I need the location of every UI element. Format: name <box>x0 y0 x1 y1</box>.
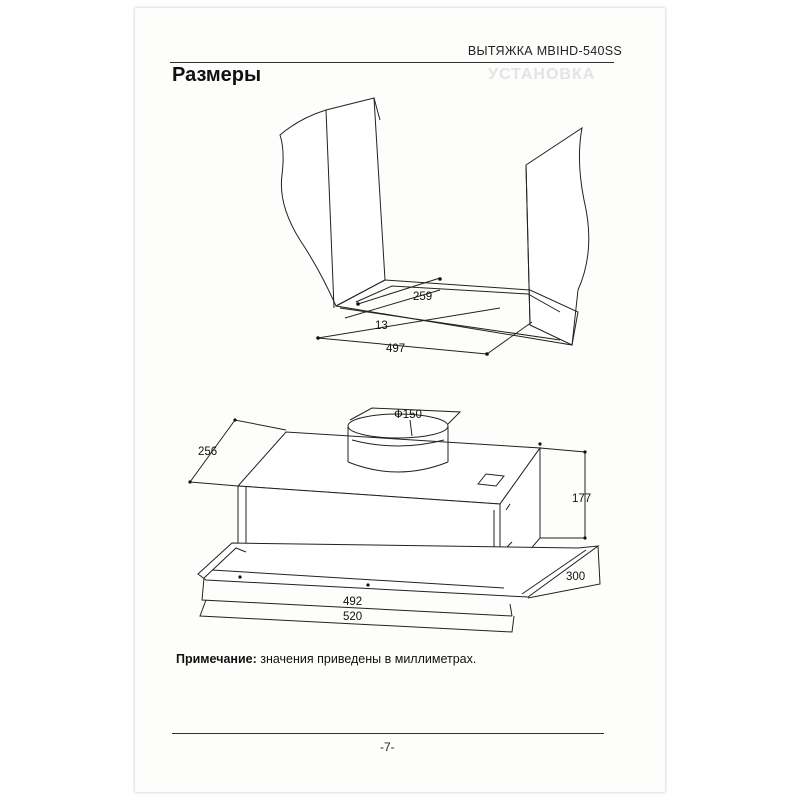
hood-depth-label: 256 <box>198 446 217 458</box>
note: Примечание: значения приведены в миллиме… <box>176 652 476 666</box>
body-width-label: 492 <box>343 596 362 608</box>
section-title: Размеры <box>172 64 262 86</box>
front-depth-label: 300 <box>566 571 585 583</box>
hood-dimension-dots <box>188 418 587 587</box>
page-number: -7- <box>380 740 395 754</box>
note-label: Примечание: <box>176 652 257 666</box>
cabinet-dimension-dots <box>316 277 489 356</box>
product-title: ВЫТЯЖКА MBIHD-540SS <box>467 44 622 58</box>
hood-height-label: 177 <box>572 493 591 505</box>
footer-divider <box>172 733 604 734</box>
duct-diameter-label: Ф150 <box>394 409 422 421</box>
cabinet-drawing <box>279 97 590 355</box>
note-text: значения приведены в миллиметрах. <box>256 652 477 666</box>
cabinet-offset-label: 13 <box>375 320 388 332</box>
bleed-through-text: УСТАНОВКА <box>488 66 596 83</box>
cabinet-depth-label: 259 <box>413 291 432 303</box>
total-width-label: 520 <box>343 611 362 623</box>
header-divider <box>170 62 614 63</box>
hood-drawing <box>189 407 601 633</box>
cabinet-width-label: 497 <box>386 343 405 355</box>
